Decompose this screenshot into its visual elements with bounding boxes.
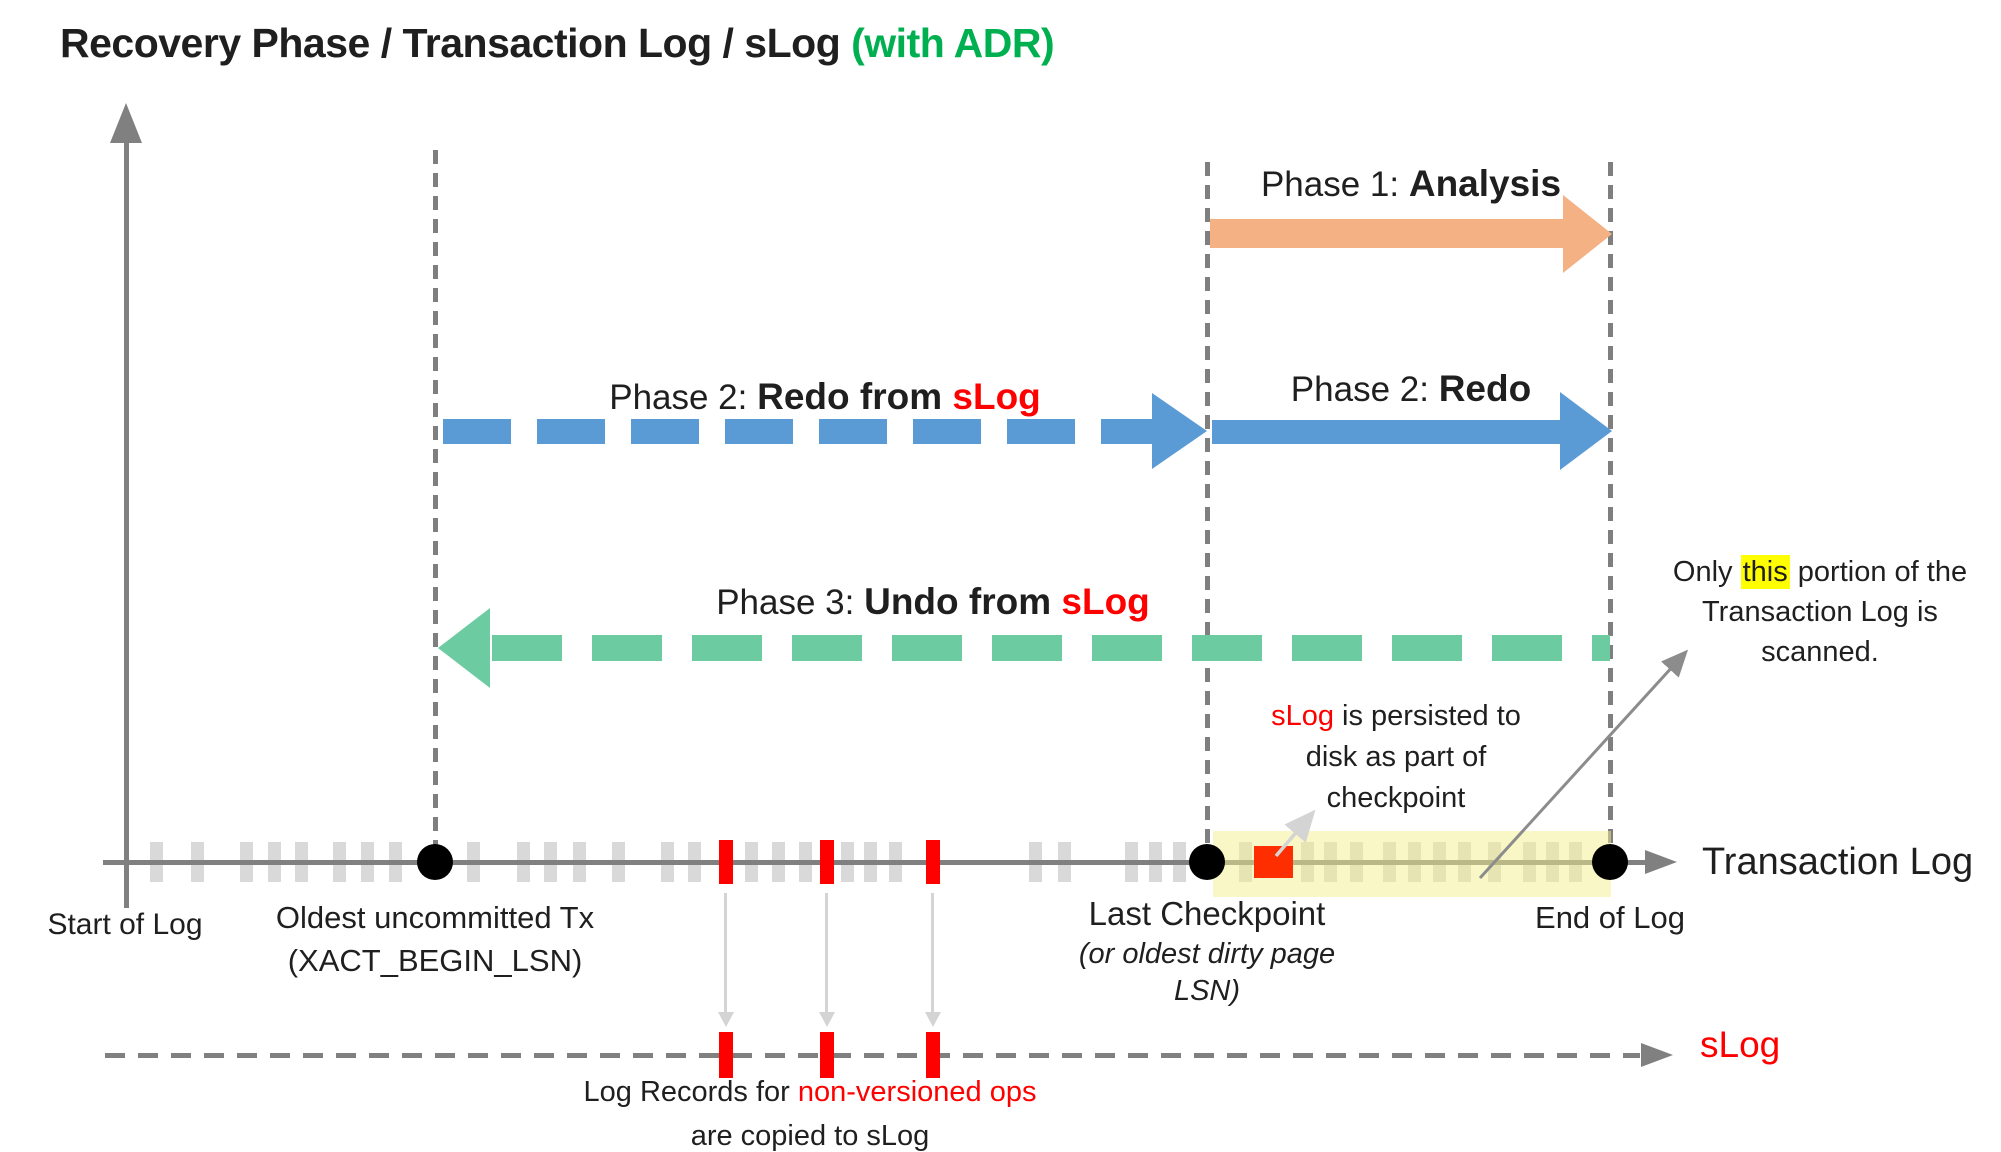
scan-note-pre: Only [1672, 556, 1741, 588]
non-versioned-op-tick [926, 840, 940, 884]
slog-record-tick [820, 1032, 834, 1078]
phase2-slog-red: sLog [952, 376, 1041, 417]
checkpoint-line3: LSN) [1173, 975, 1241, 1007]
scan-note-line2: Transaction Log is scanned. [1702, 596, 1938, 668]
scan-note-post: portion of the [1789, 556, 1968, 588]
phase3-arrowhead-icon [438, 608, 490, 688]
checkpoint-line2: (or oldest dirty page [1078, 938, 1336, 970]
copy-note-black: Log Records for [583, 1076, 798, 1108]
phase2-name: Redo [1438, 368, 1532, 409]
title-adr-suffix: (with ADR) [851, 20, 1055, 66]
phase1-prefix: Phase 1: [1260, 165, 1409, 204]
slog-record-tick [926, 1032, 940, 1078]
title-main: Recovery Phase / Transaction Log / sLog [60, 20, 852, 66]
oldest-tx-line2: (XACT_BEGIN_LSN) [287, 943, 583, 978]
checkpoint-subtext: (or oldest dirty page LSN) [1057, 936, 1357, 1010]
phase2-slog-label: Phase 2: Redo from sLog [445, 376, 1205, 418]
phase2-slog-prefix: Phase 2: [609, 378, 758, 417]
phase2-dashed-arrowhead-icon [1152, 393, 1207, 469]
persist-note-line2: disk as part of [1305, 741, 1487, 773]
guide-end-of-log [1608, 162, 1613, 872]
copy-note: Log Records for non-versioned ops are co… [545, 1070, 1075, 1152]
phase2-arrowhead-icon [1560, 392, 1612, 470]
slog-arrowhead-icon [1641, 1043, 1673, 1067]
dot-oldest-uncommitted-tx [417, 844, 453, 880]
end-of-log-label: End of Log [1535, 900, 1685, 935]
persist-note-rest1: is persisted to [1333, 700, 1521, 732]
slog-record-tick [719, 1032, 733, 1078]
copy-arrow-line [931, 893, 934, 1015]
phase2-redo-arrow [1212, 420, 1561, 444]
slog-axis [105, 1053, 1640, 1058]
guide-oldest-uncommitted-tx [433, 150, 438, 872]
non-versioned-op-tick [719, 840, 733, 884]
phase1-arrowhead-icon [1563, 195, 1612, 273]
transaction-log-arrowhead-icon [1645, 850, 1677, 874]
phase2-slog-name: Redo from [757, 376, 953, 417]
copy-arrow-line [825, 893, 828, 1015]
phase3-name: Undo from [864, 581, 1062, 622]
page-title: Recovery Phase / Transaction Log / sLog … [60, 20, 1055, 67]
phase3-undo-from-slog-arrow [492, 635, 1610, 661]
scan-note-highlight: this [1740, 555, 1790, 589]
persist-note-line3: checkpoint [1326, 782, 1466, 814]
copy-arrowhead-icon [819, 1012, 835, 1027]
phase2-label: Phase 2: Redo [1211, 368, 1611, 410]
oldest-uncommitted-tx-label: Oldest uncommitted Tx (XACT_BEGIN_LSN) [235, 896, 635, 982]
checkpoint-line1: Last Checkpoint [1088, 895, 1326, 932]
copy-arrow-line [724, 893, 727, 1015]
oldest-tx-line1: Oldest uncommitted Tx [275, 900, 595, 935]
slog-persisted-square [1254, 846, 1293, 878]
phase3-prefix: Phase 3: [716, 583, 865, 622]
slog-label: sLog [1700, 1024, 1781, 1065]
y-axis [124, 138, 129, 908]
phase3-red: sLog [1061, 581, 1150, 622]
copy-arrowhead-icon [718, 1012, 734, 1027]
transaction-log-label: Transaction Log [1702, 841, 1974, 883]
dot-last-checkpoint [1189, 844, 1225, 880]
phase2-prefix: Phase 2: [1290, 370, 1439, 409]
non-versioned-op-tick [820, 840, 834, 884]
copy-note-line2: are copied to sLog [690, 1120, 930, 1152]
guide-last-checkpoint [1205, 162, 1210, 872]
scan-note: Only this portion of the Transaction Log… [1655, 552, 1985, 672]
start-of-log-label: Start of Log [47, 908, 203, 941]
phase2-redo-from-slog-arrow [443, 419, 1153, 444]
persist-note-slog: sLog [1271, 700, 1334, 732]
y-axis-arrowhead-icon [110, 103, 142, 143]
transaction-log-axis [103, 860, 1648, 865]
copy-note-red: non-versioned ops [797, 1076, 1037, 1108]
last-checkpoint-label: Last Checkpoint (or oldest dirty page LS… [1057, 895, 1357, 1010]
dot-end-of-log [1592, 844, 1628, 880]
phase1-analysis-arrow [1210, 219, 1564, 248]
copy-arrowhead-icon [925, 1012, 941, 1027]
persist-note: sLog is persisted to disk as part of che… [1240, 696, 1552, 819]
phase1-name: Analysis [1408, 163, 1562, 204]
phase1-label: Phase 1: Analysis [1211, 163, 1611, 205]
phase3-label: Phase 3: Undo from sLog [438, 581, 1428, 623]
